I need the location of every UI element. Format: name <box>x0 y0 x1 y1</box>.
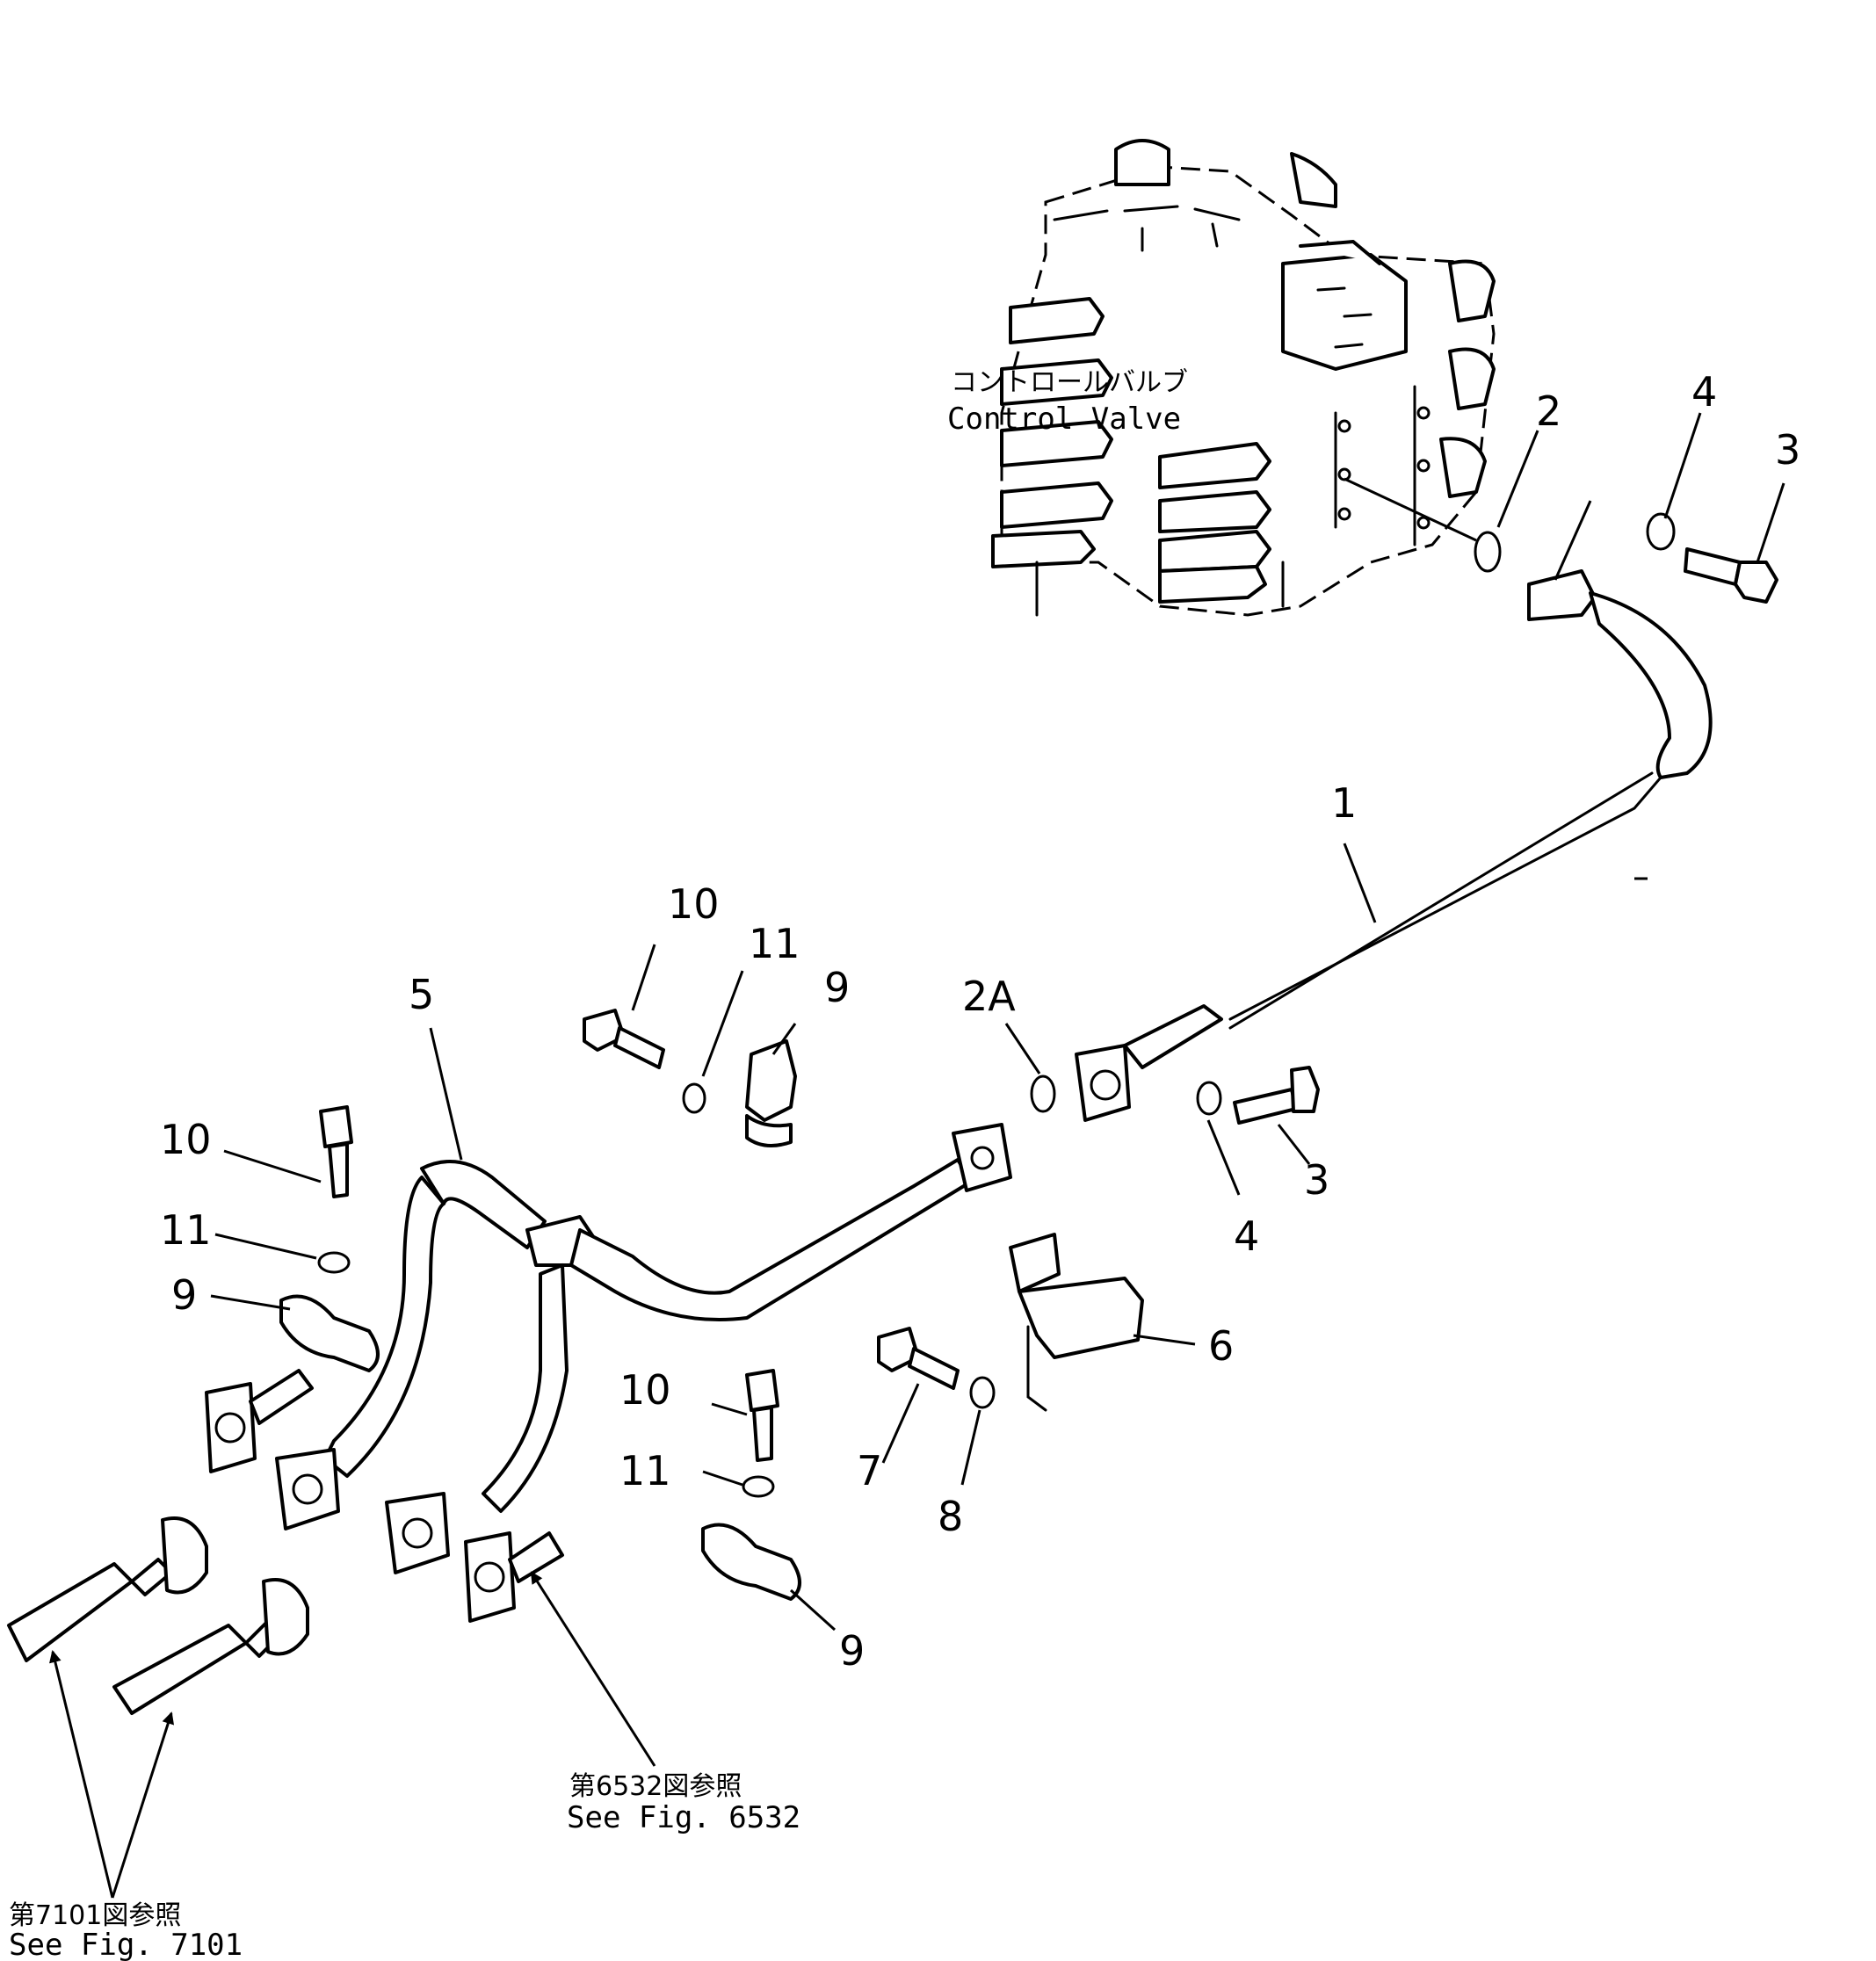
callout-6: 6 <box>1208 1322 1234 1370</box>
callout-11-b: 11 <box>160 1206 212 1254</box>
clamp-9-c <box>701 1523 801 1601</box>
bolt-10-a <box>583 1009 665 1069</box>
bolt-3-top <box>1684 547 1778 604</box>
callout-11-a: 11 <box>749 920 800 967</box>
fig-6532-label-en: See Fig. 6532 <box>567 1800 800 1835</box>
callout-2: 2 <box>1536 387 1561 435</box>
washer-4-top <box>1646 512 1676 551</box>
callout-2a: 2A <box>962 973 1016 1020</box>
bolt-3-mid <box>1233 1066 1320 1125</box>
clamp-9-b <box>279 1294 380 1372</box>
bolt-7 <box>877 1327 960 1390</box>
o-ring-2 <box>1474 531 1502 573</box>
washer-11-a <box>682 1082 706 1114</box>
callout-11-c: 11 <box>619 1447 671 1494</box>
reference-arrows <box>49 1571 656 1899</box>
callout-9-b: 9 <box>171 1271 197 1319</box>
washer-4-mid <box>1196 1081 1222 1116</box>
washer-8 <box>969 1376 996 1409</box>
fig-7101-label-jp: 第7101図参照 <box>9 1900 181 1931</box>
control-valve-label-en: Control Valve <box>947 402 1181 437</box>
control-valve-drawing <box>991 139 1496 617</box>
callout-1: 1 <box>1331 779 1357 827</box>
callout-9-c: 9 <box>839 1627 865 1675</box>
hose-mid-flanges <box>205 1369 564 1623</box>
callout-4-mid: 4 <box>1234 1212 1259 1260</box>
fig-6532-label-jp: 第6532図参照 <box>569 1771 742 1802</box>
callout-3-top: 3 <box>1775 426 1800 474</box>
pipe-5 <box>275 1123 1012 1574</box>
callout-10-b: 10 <box>160 1116 212 1163</box>
bracket-6 <box>1009 1233 1144 1412</box>
callout-7: 7 <box>857 1447 882 1494</box>
callout-9-a: 9 <box>824 964 850 1011</box>
clamp-9-a <box>745 1039 797 1147</box>
bolt-10-b <box>319 1105 353 1198</box>
callout-10-a: 10 <box>668 880 720 928</box>
callout-3-mid: 3 <box>1304 1156 1329 1204</box>
callout-5: 5 <box>409 971 434 1018</box>
washer-11-b <box>317 1251 351 1274</box>
pipe-1 <box>1075 569 1713 1122</box>
o-ring-2a <box>1030 1075 1056 1113</box>
callout-8: 8 <box>938 1493 963 1540</box>
hose-left-upper <box>7 1516 208 1662</box>
callout-10-c: 10 <box>619 1366 671 1414</box>
callout-4-top: 4 <box>1691 368 1717 416</box>
bolt-10-c <box>745 1369 779 1462</box>
washer-11-c <box>742 1475 775 1498</box>
control-valve-label-jp: コントロールバルブ <box>951 367 1188 398</box>
leader-lines <box>210 412 1785 1632</box>
hose-left-lower <box>112 1578 309 1715</box>
fig-7101-label-en: See Fig. 7101 <box>9 1928 243 1961</box>
